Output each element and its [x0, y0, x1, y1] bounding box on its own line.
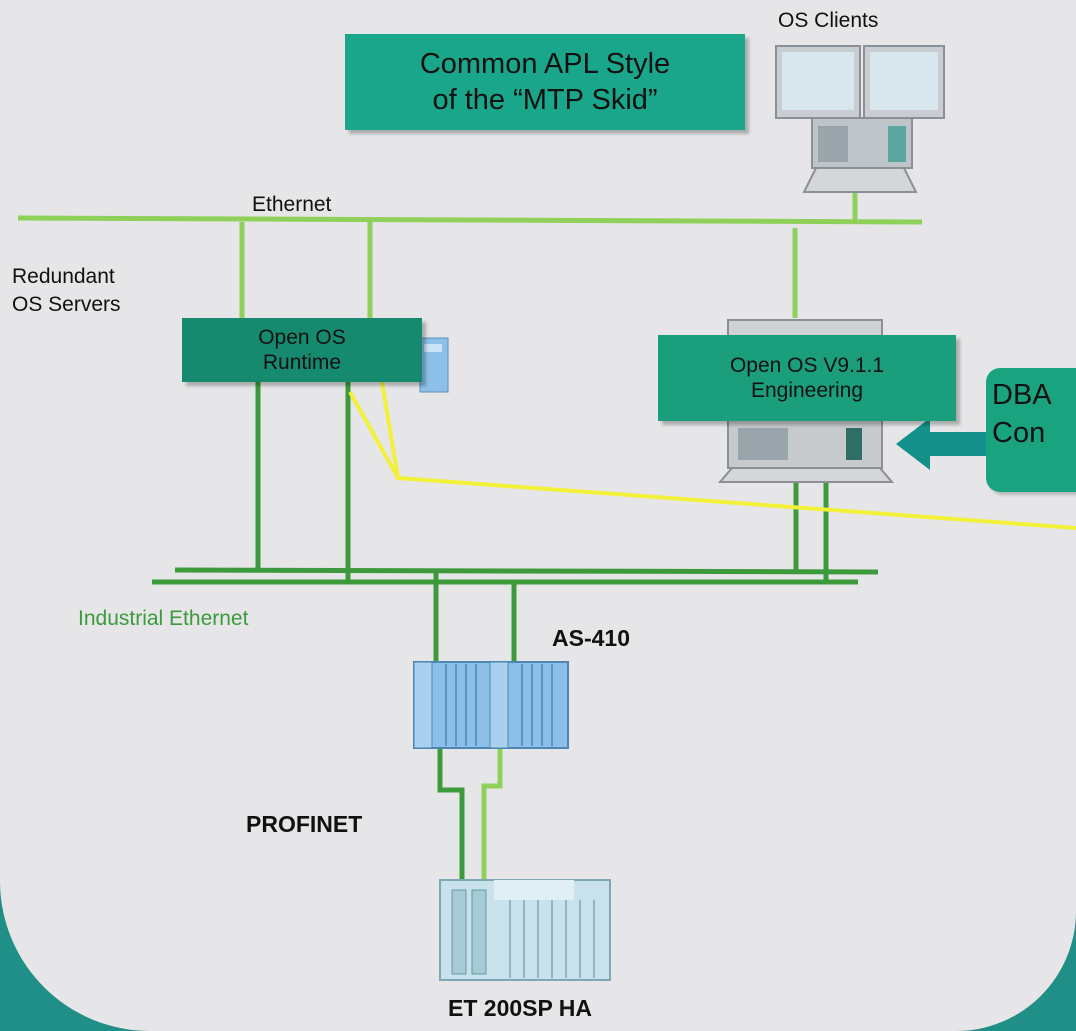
as410-controller: [413, 661, 569, 749]
ethernet-bus: [17, 215, 923, 225]
os-engineering-line2: Engineering: [750, 379, 864, 402]
os-engineering-box: Open OS V9.1.1 Engineering: [658, 335, 956, 421]
os-server-computer: [419, 337, 449, 393]
os-runtime-box: Open OS Runtime: [182, 318, 422, 382]
ethernet-label: Ethernet: [252, 193, 332, 216]
callout-line2: Con: [992, 417, 1046, 449]
et200-label: ET 200SP HA: [448, 995, 593, 1021]
dba-callout-box: DBA Con: [986, 368, 1076, 492]
apl-style-line1: Common APL Style: [419, 48, 671, 80]
apl-style-box: Common APL Style of the “MTP Skid”: [345, 34, 745, 130]
profinet-cable-dark: [437, 748, 465, 900]
ethernet-network: [17, 192, 923, 318]
os-runtime-line2: Runtime: [262, 351, 342, 374]
industrial-ethernet-label: Industrial Ethernet: [78, 607, 249, 630]
et200sp-station: [439, 879, 611, 981]
arrow-icon: [896, 418, 988, 470]
os-clients-label: OS Clients: [778, 9, 879, 32]
industrial-ethernet-network: [152, 382, 879, 665]
industrial-bus-1: [174, 567, 879, 575]
profinet-label: PROFINET: [246, 811, 363, 837]
yellow-cable-branch: [348, 391, 400, 479]
os-engineering-line1: Open OS V9.1.1: [729, 354, 885, 377]
apl-style-line2: of the “MTP Skid”: [432, 84, 658, 116]
as410-label: AS-410: [552, 625, 630, 651]
callout-line1: DBA: [992, 379, 1052, 411]
profinet-cable-light: [481, 748, 503, 900]
redundant-label-line2: OS Servers: [12, 293, 121, 316]
os-runtime-line1: Open OS: [258, 326, 346, 349]
redundant-label-line1: Redundant: [12, 265, 115, 288]
os-clients-computer: [775, 45, 945, 193]
